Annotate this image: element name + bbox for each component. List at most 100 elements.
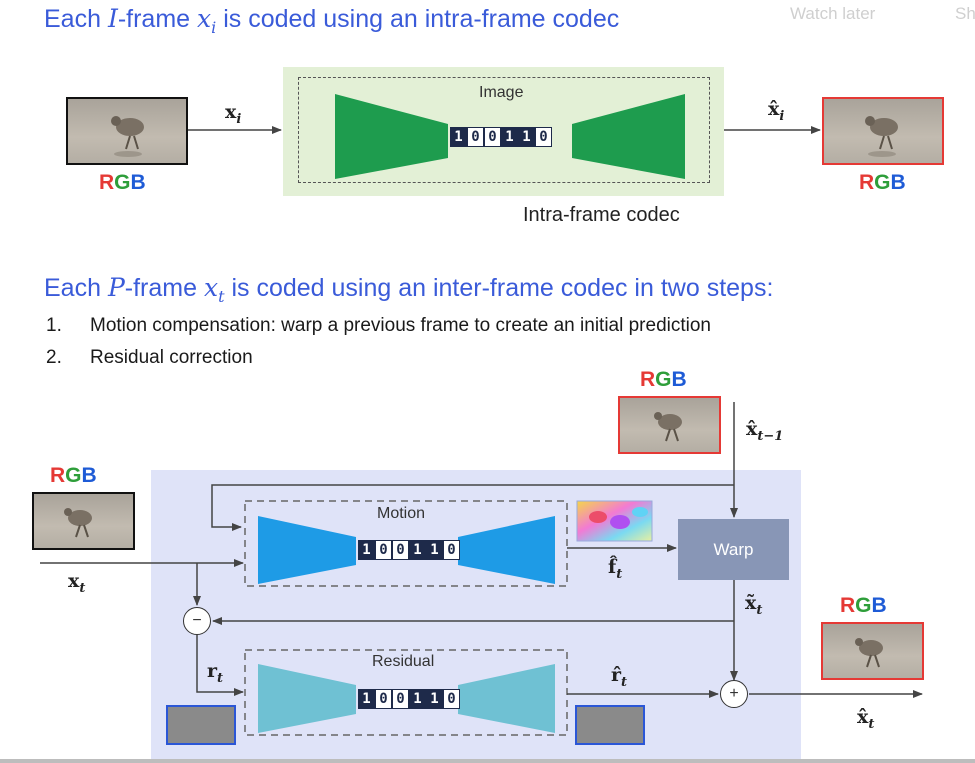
heading-inter-letter: P bbox=[107, 273, 125, 302]
prediction-symbol-sub: t bbox=[756, 602, 763, 618]
residual-dashed-box bbox=[244, 649, 568, 736]
watch-later-button[interactable]: Watch later bbox=[790, 4, 876, 23]
bit: 0 bbox=[535, 127, 552, 147]
heading-inter-var: x bbox=[203, 273, 219, 302]
residual-symbol-main: r bbox=[207, 660, 218, 682]
prediction-symbol-main: x̃ bbox=[745, 592, 757, 614]
bit: 0 bbox=[467, 127, 484, 147]
bit: 1 bbox=[501, 127, 518, 147]
prev-frame-symbol-sub: t−1 bbox=[757, 428, 784, 444]
bit: 1 bbox=[358, 689, 375, 709]
prev-frame-symbol-main: x̂ bbox=[746, 418, 758, 440]
bit: 1 bbox=[409, 540, 426, 560]
bit: 0 bbox=[443, 540, 460, 560]
bit: 0 bbox=[375, 689, 392, 709]
residual-decoder-shape bbox=[458, 664, 555, 733]
input-frame-symbol-sub: t bbox=[79, 580, 86, 596]
inter-codec-panel bbox=[151, 470, 801, 763]
rgb-b: B bbox=[130, 171, 146, 194]
video-progress-bar[interactable] bbox=[0, 759, 975, 763]
heading-inter-word: -frame bbox=[124, 274, 204, 302]
step-1-number: 1. bbox=[46, 315, 62, 336]
rgb-g: G bbox=[655, 368, 672, 391]
bit: 0 bbox=[392, 540, 409, 560]
heading-intra-pre: Each bbox=[44, 5, 108, 33]
residual-symbol: rt bbox=[207, 660, 223, 686]
motion-encoder-shape bbox=[258, 516, 356, 584]
step-2-text: Residual correction bbox=[90, 347, 253, 368]
bit: 0 bbox=[375, 540, 392, 560]
share-button[interactable]: Sh bbox=[955, 4, 975, 23]
bird-icon bbox=[64, 508, 92, 538]
rgb-r: R bbox=[99, 171, 115, 194]
residual-symbol-sub: t bbox=[217, 670, 224, 686]
prev-frame-rgb-label: RGB bbox=[640, 368, 687, 392]
residual-hat-symbol-sub: t bbox=[621, 674, 628, 690]
bit: 0 bbox=[443, 689, 460, 709]
intra-encoder-shape bbox=[335, 94, 448, 179]
bit: 1 bbox=[518, 127, 535, 147]
intra-codec-label: Intra-frame codec bbox=[523, 204, 680, 226]
motion-decoder-shape bbox=[458, 516, 555, 584]
output-frame-symbol-main: x̂ bbox=[857, 706, 869, 728]
residual-output-image bbox=[575, 705, 645, 745]
residual-hat-symbol-main: r̂ bbox=[611, 664, 622, 686]
image-codec-label: Image bbox=[479, 84, 524, 101]
residual-encoder-shape bbox=[258, 664, 356, 733]
motion-codec-label: Motion bbox=[377, 505, 426, 522]
flow-symbol: f̂t bbox=[608, 556, 622, 582]
bird-icon bbox=[855, 638, 883, 668]
rgb-r: R bbox=[50, 464, 66, 487]
intra-output-symbol-sub: i bbox=[779, 108, 785, 124]
heading-inter-post: is coded using an inter-frame codec in t… bbox=[224, 274, 774, 302]
prediction-symbol: x̃t bbox=[745, 592, 762, 618]
residual-hat-symbol: r̂t bbox=[611, 664, 627, 690]
prev-frame-symbol: x̂t−1 bbox=[746, 418, 783, 444]
rgb-b: B bbox=[671, 368, 687, 391]
bit: 0 bbox=[392, 689, 409, 709]
heading-intra-letter: I bbox=[107, 4, 118, 33]
rgb-b: B bbox=[890, 171, 906, 194]
rgb-r: R bbox=[859, 171, 875, 194]
flow-symbol-main: f̂ bbox=[608, 556, 617, 578]
output-frame-rgb-label: RGB bbox=[840, 594, 887, 618]
intra-output-symbol: x̂i bbox=[768, 98, 784, 124]
intra-output-symbol-main: x̂ bbox=[768, 98, 780, 120]
rgb-r: R bbox=[840, 594, 856, 617]
intra-decoder-shape bbox=[572, 94, 685, 179]
output-frame-symbol-sub: t bbox=[868, 716, 875, 732]
intra-input-symbol-main: x bbox=[225, 101, 237, 123]
rgb-g: G bbox=[65, 464, 82, 487]
residual-input-arrow bbox=[196, 635, 244, 696]
intra-input-symbol: xi bbox=[225, 101, 241, 127]
heading-inter-var-sub: t bbox=[218, 287, 225, 306]
bird-icon bbox=[654, 412, 682, 442]
heading-intra-var: x bbox=[197, 4, 212, 33]
residual-input-image bbox=[166, 705, 236, 745]
warp-block: Warp bbox=[678, 519, 789, 580]
bit: 0 bbox=[484, 127, 501, 147]
bit: 1 bbox=[450, 127, 467, 147]
heading-intra: Each I-frame xi is coded using an intra-… bbox=[44, 4, 619, 37]
rgb-g: G bbox=[874, 171, 891, 194]
subtract-node: − bbox=[183, 607, 211, 635]
residual-codec-label: Residual bbox=[372, 653, 435, 670]
rgb-g: G bbox=[114, 171, 131, 194]
heading-inter-pre: Each bbox=[44, 274, 108, 302]
input-frame-symbol: xt bbox=[68, 570, 85, 596]
input-frame-image bbox=[32, 492, 135, 550]
intra-codec-dashed-box bbox=[298, 77, 710, 183]
input-frame-rgb-label: RGB bbox=[50, 464, 97, 488]
rgb-b: B bbox=[871, 594, 887, 617]
bit: 1 bbox=[426, 540, 443, 560]
prev-frame-to-motion-arrow bbox=[211, 484, 734, 531]
rgb-b: B bbox=[81, 464, 97, 487]
output-frame-image bbox=[821, 622, 924, 680]
motion-dashed-box bbox=[244, 500, 568, 587]
intra-input-symbol-sub: i bbox=[236, 111, 242, 127]
bit: 1 bbox=[426, 689, 443, 709]
